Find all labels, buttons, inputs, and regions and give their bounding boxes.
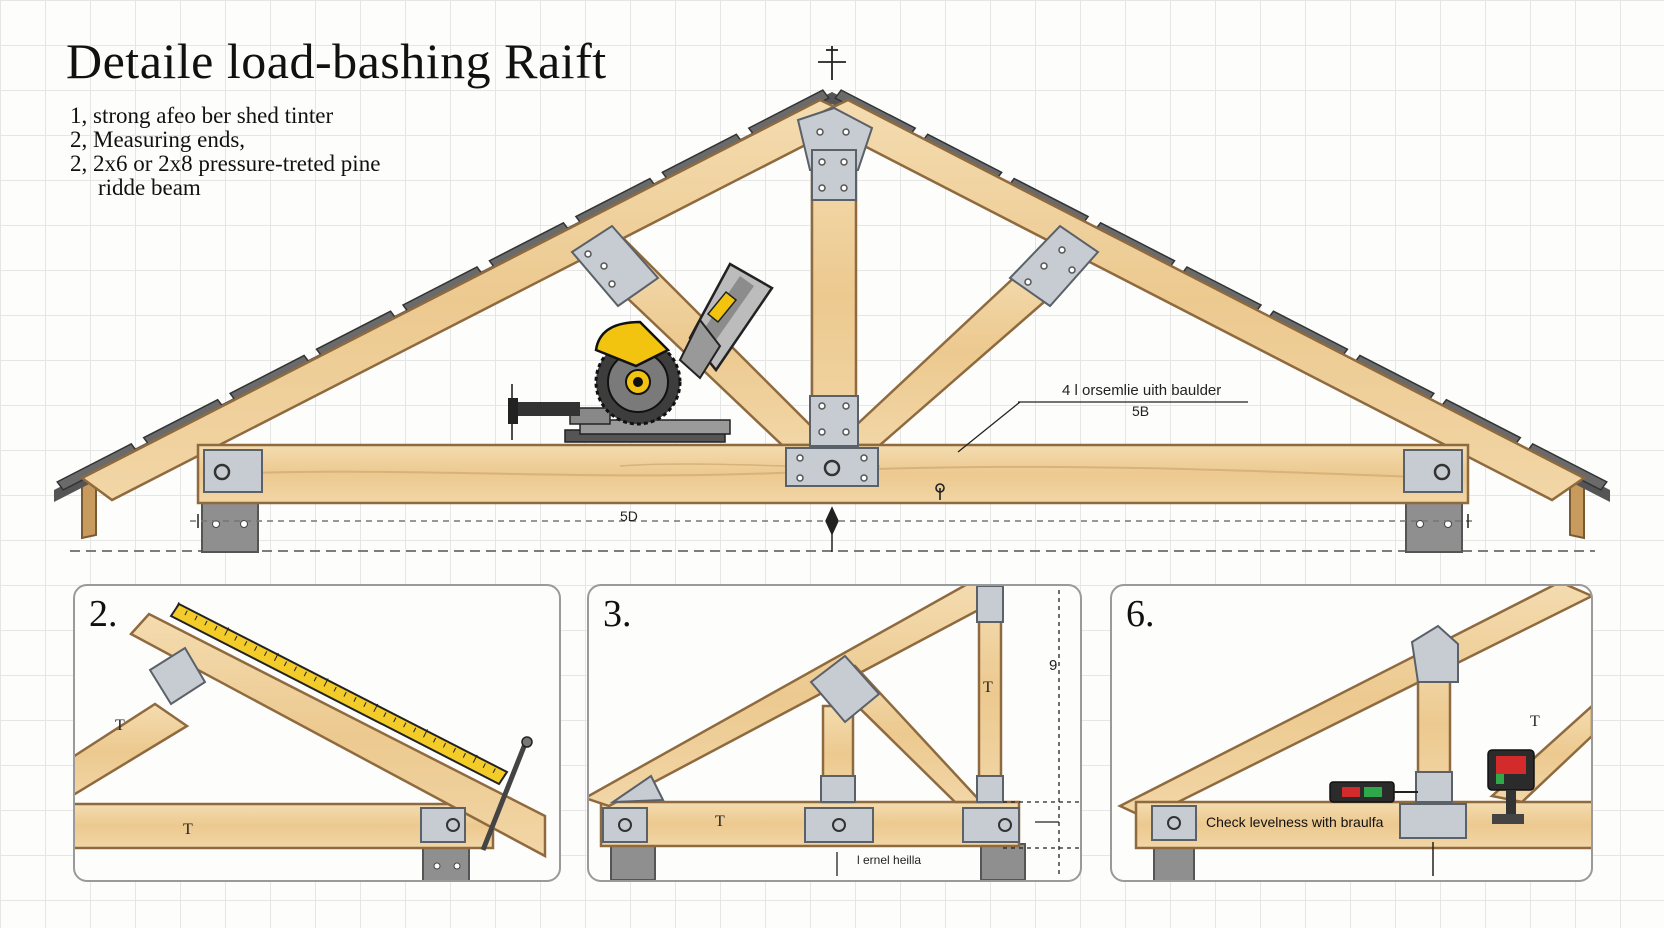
step-item: 2, 2x6 or 2x8 pressure-treted pine [70, 151, 381, 176]
rafter [129, 612, 547, 859]
support-post-left [201, 499, 259, 553]
gusset-plate [804, 807, 874, 843]
support-post-right [1405, 499, 1463, 553]
support-post [422, 847, 470, 880]
gusset-plate [976, 775, 1004, 803]
web-member [75, 702, 190, 796]
nail-mark: T [983, 679, 993, 696]
gusset-plate-left-web [570, 224, 660, 308]
gusset-plate [602, 807, 648, 843]
detail-panel-measure: T T 2. [73, 584, 561, 882]
circular-saw-icon [508, 262, 774, 443]
span-dimension-line [190, 506, 1476, 552]
nail-mark: T [715, 813, 725, 830]
right-rafter [807, 98, 1587, 502]
tick-marks [511, 384, 945, 500]
gusset-plate-post [809, 395, 859, 447]
gusset-plate [609, 774, 665, 804]
panel-number: 6. [1126, 593, 1155, 635]
bottom-label: l ernel heilla [857, 853, 921, 867]
gusset-plate [1151, 805, 1197, 841]
span-label: 5D [620, 508, 638, 524]
gusset-plate [1399, 803, 1467, 839]
nail-mark: T [183, 821, 193, 838]
gusset-plate [420, 807, 466, 843]
gusset-plate-right-heel [1403, 449, 1463, 493]
crosshair-icon [818, 46, 846, 80]
gusset-plate-apex [796, 106, 874, 201]
panel-number: 3. [603, 593, 632, 635]
panel-number: 2. [89, 593, 118, 635]
gusset-plate [962, 807, 1020, 843]
dimension-lines [836, 590, 1079, 876]
steps-list: 1, strong afeo ber shed tinter 2, Measur… [70, 104, 380, 200]
detail-panel-assemble: T T 9 l ernel heilla 3. [587, 584, 1082, 882]
callout-sublabel: 5B [1132, 403, 1149, 419]
spirit-level-icon [1329, 781, 1418, 803]
dimension-label: 9 [1049, 657, 1057, 674]
support-post [1153, 845, 1195, 880]
gusset-plate-right-web [1008, 224, 1100, 308]
callout-leader [957, 401, 1248, 453]
step-item: ridde beam [98, 175, 201, 200]
multimeter-icon [1487, 749, 1535, 824]
diagram-title: Detaile load-bashing Raift [66, 33, 607, 89]
nail-mark: T [1530, 713, 1540, 730]
support-post [610, 843, 1026, 880]
detail-panel-level: T Check levelness with braulfa 6. [1110, 584, 1593, 882]
gusset-plate-left-heel [203, 449, 263, 493]
gusset-plate [1415, 771, 1453, 803]
gusset-plate [1410, 624, 1459, 683]
step-item: 1, strong afeo ber shed tinter [70, 103, 334, 128]
nail-mark: T [115, 717, 125, 734]
panel-caption: Check levelness with braulfa [1206, 814, 1384, 830]
gusset-plate [809, 654, 881, 724]
step-item: 2, Measuring ends, [70, 127, 246, 152]
gusset-plate [148, 646, 207, 706]
measuring-tape-icon [169, 601, 533, 851]
gusset-plate [976, 586, 1004, 623]
callout-label: 4 l orsemlie uith baulder [1062, 382, 1221, 399]
gusset-plate [820, 775, 856, 803]
